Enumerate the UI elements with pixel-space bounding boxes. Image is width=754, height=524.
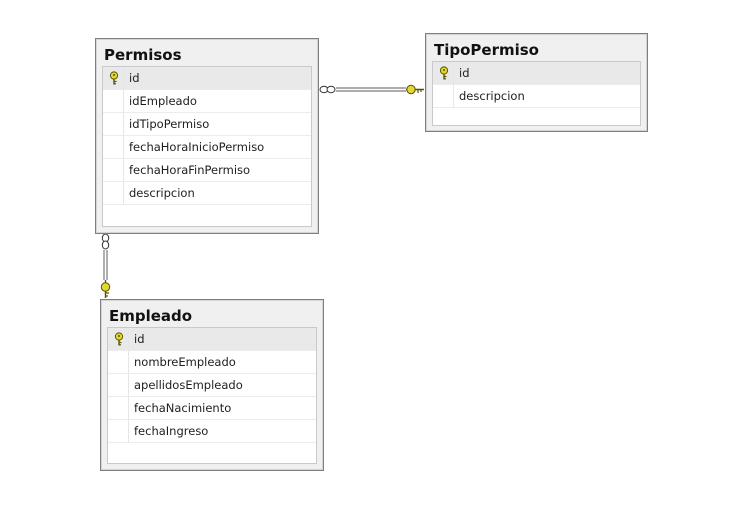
column-row[interactable]: fechaHoraInicioPermiso: [103, 136, 311, 159]
column-name: nombreEmpleado: [134, 355, 236, 369]
column-row[interactable]: idTipoPermiso: [103, 113, 311, 136]
relationship-permisos-tipopermiso[interactable]: [319, 84, 424, 95]
column-row[interactable]: fechaHoraFinPermiso: [103, 159, 311, 182]
column-row[interactable]: id: [433, 62, 640, 85]
column-name: fechaHoraInicioPermiso: [129, 140, 265, 154]
column-name: id: [134, 332, 145, 346]
column-grid: id descripcion: [432, 61, 641, 126]
column-name: descripcion: [459, 89, 525, 103]
column-name: fechaIngreso: [134, 424, 209, 438]
many-end-icon: [101, 233, 110, 250]
column-row[interactable]: fechaNacimiento: [108, 397, 316, 420]
table-permisos[interactable]: Permisos id idEmpleado idTipoPermiso: [95, 38, 319, 234]
column-row[interactable]: descripcion: [103, 182, 311, 205]
column-row[interactable]: nombreEmpleado: [108, 351, 316, 374]
one-end-key-icon: [406, 84, 424, 95]
column-name: idEmpleado: [129, 94, 197, 108]
many-end-icon: [319, 85, 336, 94]
column-name: descripcion: [129, 186, 195, 200]
table-title: TipoPermiso: [434, 41, 539, 59]
primary-key-icon: [114, 332, 124, 346]
table-title: Permisos: [104, 46, 182, 64]
column-grid: id idEmpleado idTipoPermiso fechaHoraIni…: [102, 66, 312, 227]
column-name: apellidosEmpleado: [134, 378, 243, 392]
table-title: Empleado: [109, 307, 193, 325]
column-name: idTipoPermiso: [129, 117, 210, 131]
column-name: id: [459, 66, 470, 80]
column-row[interactable]: idEmpleado: [103, 90, 311, 113]
column-name: fechaNacimiento: [134, 401, 232, 415]
column-grid: id nombreEmpleado apellidosEmpleado fech…: [107, 327, 317, 464]
column-row[interactable]: id: [103, 67, 311, 90]
table-tipopermiso[interactable]: TipoPermiso id descripcion: [425, 33, 648, 132]
primary-key-icon: [109, 71, 119, 85]
column-row[interactable]: fechaIngreso: [108, 420, 316, 443]
table-empleado[interactable]: Empleado id nombreEmpleado apellidosEmpl…: [100, 299, 324, 471]
column-name: id: [129, 71, 140, 85]
primary-key-icon: [439, 66, 449, 80]
column-row[interactable]: apellidosEmpleado: [108, 374, 316, 397]
relationship-permisos-empleado[interactable]: [100, 233, 111, 298]
column-row[interactable]: descripcion: [433, 85, 640, 108]
one-end-key-icon: [100, 280, 111, 298]
column-name: fechaHoraFinPermiso: [129, 163, 251, 177]
column-row[interactable]: id: [108, 328, 316, 351]
